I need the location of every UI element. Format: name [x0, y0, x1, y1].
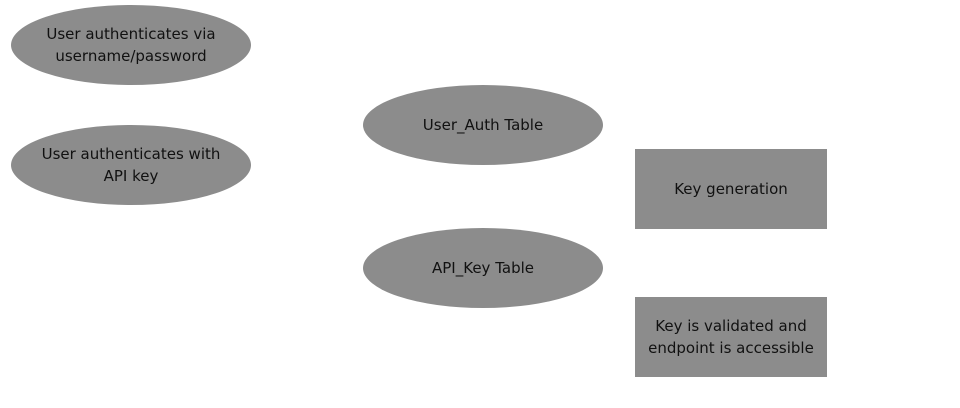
label-line: Key is validated and — [655, 317, 807, 335]
label-line: User authenticates with — [41, 145, 221, 163]
node-key-validated: Key is validated and endpoint is accessi… — [635, 297, 827, 377]
node-user-auth-table: User_Auth Table — [363, 85, 603, 165]
node-user-authenticates-password: User authenticates via username/password — [11, 5, 251, 85]
label-line: endpoint is accessible — [648, 339, 814, 357]
label-line: User_Auth Table — [422, 116, 544, 134]
node-label: User_Auth Table — [423, 114, 543, 136]
node-label: User authenticates with API key — [42, 143, 221, 187]
label-line: User authenticates via — [46, 25, 216, 43]
node-label: API_Key Table — [432, 257, 534, 279]
node-api-key-table: API_Key Table — [363, 228, 603, 308]
label-line: username/password — [55, 47, 207, 65]
label-line: Key generation — [674, 180, 788, 198]
node-label: User authenticates via username/password — [46, 23, 215, 67]
node-user-authenticates-api-key: User authenticates with API key — [11, 125, 251, 205]
node-key-generation: Key generation — [635, 149, 827, 229]
label-line: API key — [103, 167, 159, 185]
label-line: API_Key Table — [432, 259, 534, 277]
node-label: Key generation — [674, 178, 788, 200]
node-label: Key is validated and endpoint is accessi… — [648, 315, 814, 359]
